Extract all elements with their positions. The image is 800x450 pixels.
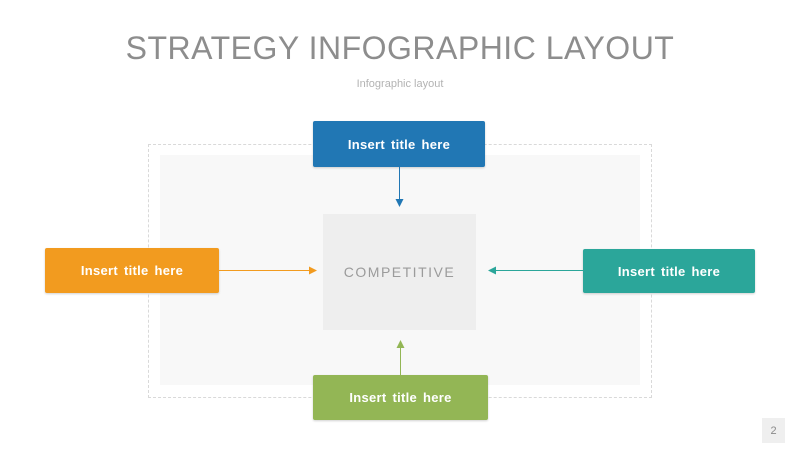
node-top-label: Insert title here bbox=[347, 136, 451, 152]
page-number-badge: 2 bbox=[762, 418, 785, 443]
center-node[interactable]: COMPETITIVE bbox=[323, 214, 476, 330]
page-subtitle: Infographic layout bbox=[356, 78, 444, 90]
node-left-label: Insert title here bbox=[80, 263, 184, 278]
page-number: 2 bbox=[770, 424, 777, 437]
node-bottom-label: Insert title here bbox=[349, 390, 452, 405]
node-right[interactable]: Insert title here bbox=[583, 249, 755, 293]
node-right-label: Insert title here bbox=[617, 263, 721, 279]
center-node-label: COMPETITIVE bbox=[343, 264, 456, 280]
node-bottom[interactable]: Insert title here bbox=[313, 375, 488, 420]
node-left[interactable]: Insert title here bbox=[45, 248, 219, 293]
node-top[interactable]: Insert title here bbox=[313, 121, 485, 167]
page-title: STRATEGY INFOGRAPHIC LAYOUT bbox=[125, 30, 675, 66]
